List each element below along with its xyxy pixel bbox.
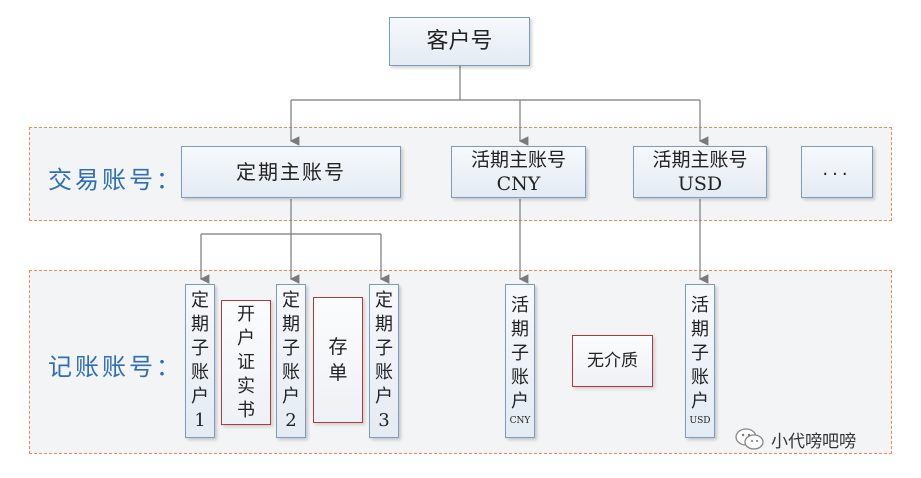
fixed-sub-1-char: 户 (191, 386, 209, 407)
fixed-sub-3-char: 期 (375, 314, 393, 335)
current-sub-usd-char: 账 (691, 367, 709, 388)
deposit-slip-char: 存 (328, 336, 348, 358)
fixed-sub-1-char: 子 (191, 338, 209, 359)
deposit-slip-char: 单 (328, 362, 348, 384)
current-main-account-usd-title: 活期主账号 (652, 149, 748, 171)
fixed-sub-2-char: 子 (282, 338, 300, 359)
current-sub-cny-char: 期 (511, 319, 529, 340)
fixed-sub-1-char: 定 (191, 290, 209, 311)
fixed-sub-2-char: 2 (285, 410, 297, 431)
wechat-icon (735, 428, 764, 450)
customer-number-box: 客户号 (389, 17, 530, 66)
current-main-account-cny-title: 活期主账号 (470, 149, 566, 171)
current-sub-cny-char: 活 (511, 295, 529, 316)
no-media-box: 无介质 (572, 335, 653, 387)
current-sub-account-cny-box: 活 期 子 账 户 CNY (505, 284, 535, 438)
fixed-sub-2-char: 期 (282, 314, 300, 335)
fixed-sub-account-1-box: 定 期 子 账 户 1 (185, 284, 215, 438)
fixed-sub-account-3-box: 定 期 子 账 户 3 (369, 284, 399, 438)
current-sub-cny-currency: CNY (509, 416, 531, 426)
fixed-sub-2-char: 定 (282, 290, 300, 311)
booking-accounts-label: 记账账号： (48, 353, 183, 381)
watermark-text: 小代嗙吧嗙 (771, 431, 856, 452)
current-sub-cny-char: 账 (511, 367, 529, 388)
fixed-sub-1-char: 账 (191, 362, 209, 383)
more-accounts-box: ... (801, 146, 873, 198)
certificate-char: 开 (237, 303, 255, 325)
fixed-sub-3-char: 户 (375, 386, 393, 407)
booking-accounts-band (29, 270, 892, 454)
fixed-sub-account-2-box: 定 期 子 账 户 2 (276, 284, 306, 438)
current-sub-usd-char: 期 (691, 319, 709, 340)
current-main-account-cny-box: 活期主账号 CNY (451, 146, 586, 198)
current-main-account-cny-currency: CNY (496, 173, 541, 195)
current-main-account-usd-currency: USD (677, 173, 723, 195)
fixed-sub-1-char: 1 (194, 410, 206, 431)
fixed-sub-1-char: 期 (191, 314, 209, 335)
current-sub-account-usd-box: 活 期 子 账 户 USD (685, 284, 715, 438)
current-sub-cny-char: 户 (511, 391, 529, 412)
certificate-char: 实 (237, 375, 255, 397)
current-sub-usd-char: 子 (691, 343, 709, 364)
fixed-sub-2-char: 账 (282, 362, 300, 383)
watermark: 小代嗙吧嗙 (735, 426, 856, 452)
current-main-account-usd-box: 活期主账号 USD (633, 146, 767, 198)
trade-accounts-label: 交易账号： (48, 166, 183, 194)
certificate-char: 书 (237, 399, 255, 421)
current-sub-usd-currency: USD (689, 416, 711, 426)
current-sub-usd-char: 活 (691, 295, 709, 316)
fixed-sub-3-char: 账 (375, 362, 393, 383)
certificate-char: 证 (237, 351, 255, 373)
deposit-slip-box: 存 单 (313, 297, 363, 423)
fixed-main-account-box: 定期主账号 (181, 146, 401, 198)
current-sub-usd-char: 户 (691, 391, 709, 412)
fixed-sub-3-char: 子 (375, 338, 393, 359)
fixed-sub-2-char: 户 (282, 386, 300, 407)
fixed-sub-3-char: 定 (375, 290, 393, 311)
open-account-certificate-box: 开 户 证 实 书 (221, 300, 271, 425)
certificate-char: 户 (237, 327, 255, 349)
fixed-sub-3-char: 3 (378, 410, 390, 431)
current-sub-cny-char: 子 (511, 343, 529, 364)
